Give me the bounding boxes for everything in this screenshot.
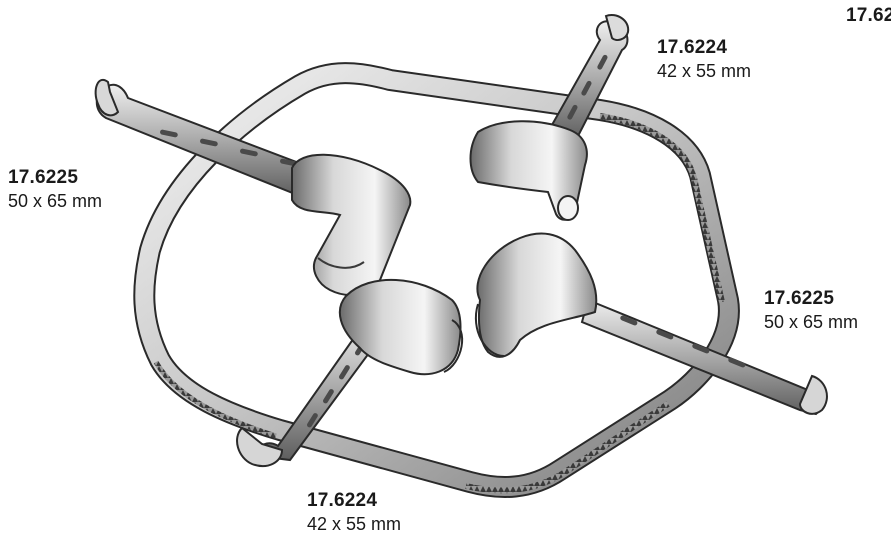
blade-top-right <box>469 14 630 221</box>
product-code: 17.62 <box>846 5 891 26</box>
product-code: 17.6224 <box>657 37 728 58</box>
blade-right <box>474 232 828 416</box>
product-size: 42 x 55 mm <box>657 60 752 81</box>
blade-bottom <box>236 279 463 468</box>
frame <box>133 62 740 498</box>
product-size: 50 x 65 mm <box>8 190 103 211</box>
label-right: 17.6225 50 x 65 mm <box>764 287 858 333</box>
product-code: 17.6225 <box>8 167 79 188</box>
label-corner-partial: 17.62 <box>846 4 891 28</box>
product-code: 17.6225 <box>764 288 835 309</box>
blade-left <box>94 79 412 296</box>
product-size: 50 x 65 mm <box>764 311 859 332</box>
product-code: 17.6224 <box>307 490 378 511</box>
label-left: 17.6225 50 x 65 mm <box>8 166 102 212</box>
product-size: 42 x 55 mm <box>307 513 402 534</box>
label-top-right: 17.6224 42 x 55 mm <box>657 36 751 82</box>
label-bottom: 17.6224 42 x 55 mm <box>307 489 401 535</box>
